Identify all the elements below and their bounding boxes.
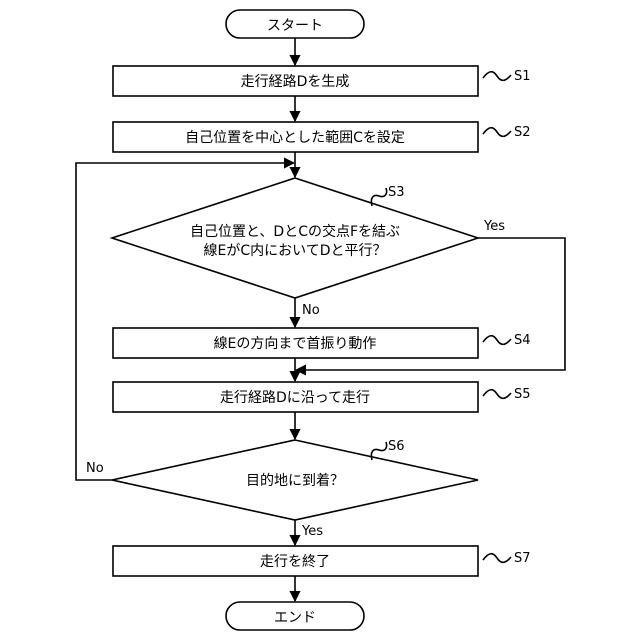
s4-step-label: S4 [514,333,531,348]
s1-step-label: S1 [514,69,531,84]
s5-leader [483,390,511,399]
s6-no-label: No [86,461,104,476]
s3-text-line2: 線EがC内においてDと平行？ [204,243,387,259]
end-text: エンド [274,610,316,626]
s2-leader [483,128,511,137]
s3-yes-label: Yes [483,219,505,234]
start-text: スタート [267,18,323,34]
s7-step-label: S7 [514,551,531,566]
s2-text: 自己位置を中心とした範囲Cを設定 [185,129,405,146]
s1-leader [483,72,511,81]
s2-step-label: S2 [514,125,531,140]
s5-step-label: S5 [514,387,531,402]
s6-yes-label: Yes [301,524,323,539]
s5-text: 走行経路Dに沿って走行 [220,390,370,406]
s6-text: 目的地に到着？ [246,473,344,489]
s7-leader [483,554,511,563]
s7-text: 走行を終了 [260,554,330,570]
s6-step-label: S6 [388,439,405,454]
s4-text: 線Eの方向まで首振り動作 [214,336,377,352]
s4-leader [483,336,511,345]
s3-step-label: S3 [388,185,405,200]
s1-text: 走行経路Dを生成 [241,74,350,90]
s3-no-label: No [302,303,320,318]
s3-text-line1: 自己位置と、DとCの交点Fを結ぶ [190,223,400,240]
